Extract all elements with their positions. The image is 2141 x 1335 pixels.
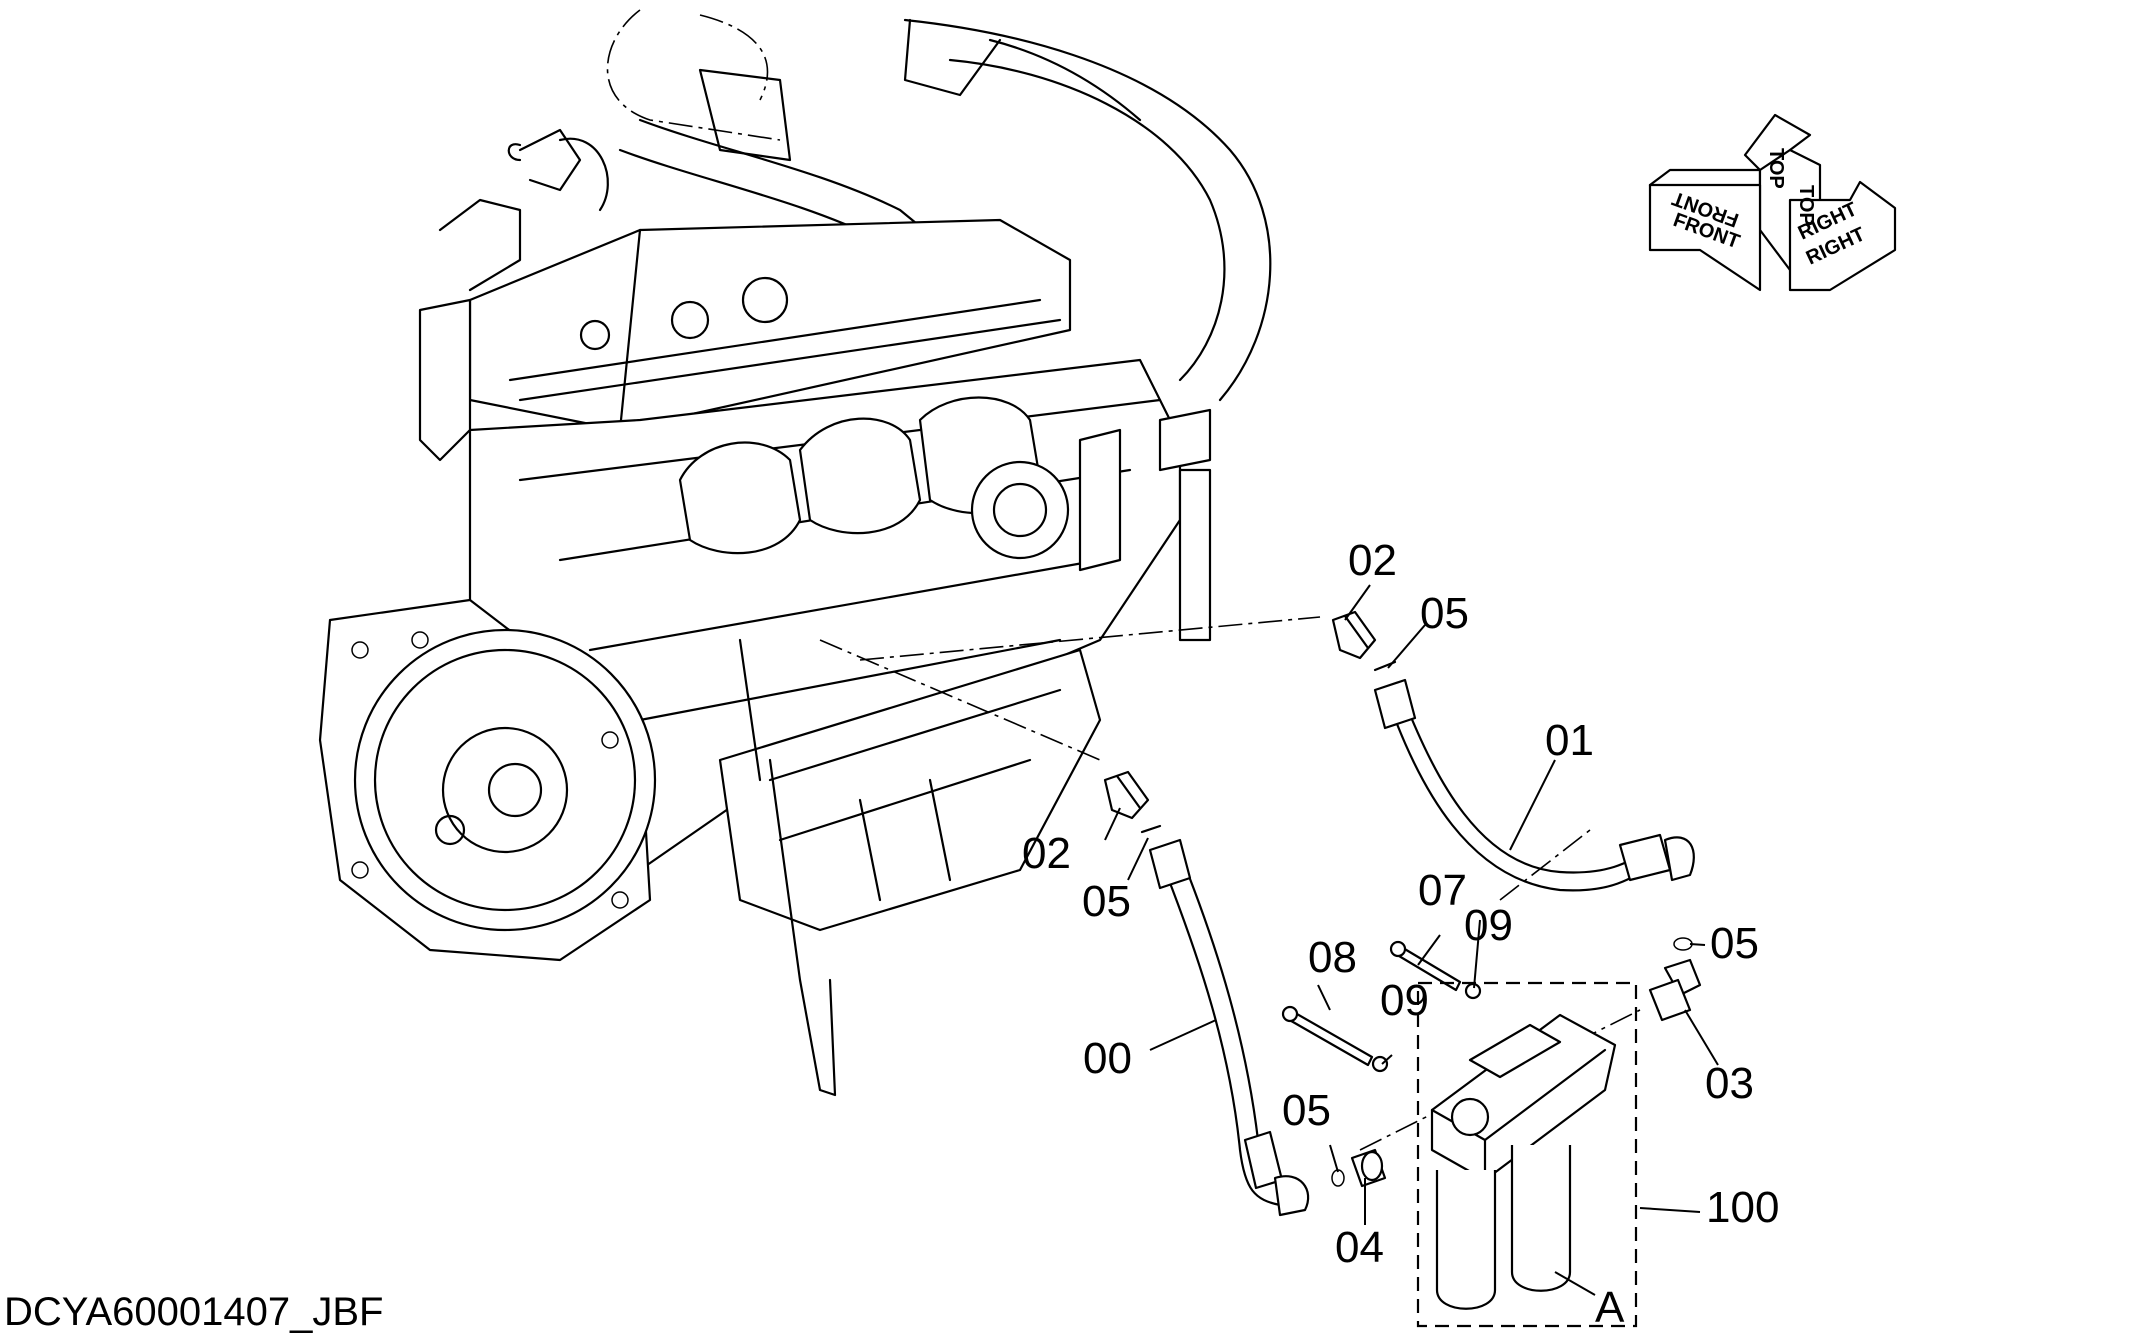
callout-09-upper: 09	[1464, 901, 1513, 950]
callout-03: 03	[1705, 1059, 1754, 1108]
callout-05-bottom: 05	[1282, 1086, 1331, 1135]
orient-top-a: TOP	[1765, 148, 1787, 189]
hose-00	[1148, 838, 1310, 1217]
washer-09-lower	[1371, 1055, 1389, 1073]
callout-01: 01	[1545, 716, 1594, 765]
elbow-fitting-02-upper	[1331, 610, 1377, 660]
callout-100: 100	[1706, 1183, 1779, 1232]
callout-05-left: 05	[1082, 877, 1131, 926]
washer-09-upper	[1464, 982, 1482, 1000]
o-ring-05-bottom	[1331, 1169, 1345, 1187]
orient-top-b: TOP	[1795, 185, 1817, 226]
filter-assembly-100	[1416, 981, 1638, 1328]
callout-05-upper: 05	[1420, 589, 1469, 638]
hose-01	[1373, 678, 1695, 892]
connector-fitting-04	[1350, 1148, 1387, 1188]
callout-07: 07	[1418, 866, 1467, 915]
bolt-08	[1281, 1005, 1374, 1067]
callout-04: 04	[1335, 1223, 1384, 1272]
callout-05-right: 05	[1710, 919, 1759, 968]
o-ring-05-left	[1140, 824, 1162, 834]
elbow-fitting-02-lower	[1103, 770, 1150, 820]
orientation-symbol: TOP TOP FRONT FRONT RIGHT RIGHT	[1648, 113, 1897, 292]
engine-assembly	[318, 9, 1272, 1097]
callout-00: 00	[1083, 1034, 1132, 1083]
bolt-07	[1389, 940, 1462, 992]
elbow-fitting-03	[1648, 958, 1702, 1022]
callout-09-lower: 09	[1380, 976, 1429, 1025]
callout-02-upper: 02	[1348, 536, 1397, 585]
callout-labels: 02 05 01 02 05 07 09 05 08 09 00 03 05 1…	[1022, 536, 1779, 1332]
leader-lines	[1104, 584, 1719, 1296]
callout-08: 08	[1308, 933, 1357, 982]
callout-A: A	[1595, 1283, 1625, 1332]
callout-02-lower: 02	[1022, 829, 1071, 878]
o-ring-05-right	[1673, 937, 1693, 951]
drawing-id: DCYA60001407_JBF	[4, 1290, 384, 1334]
